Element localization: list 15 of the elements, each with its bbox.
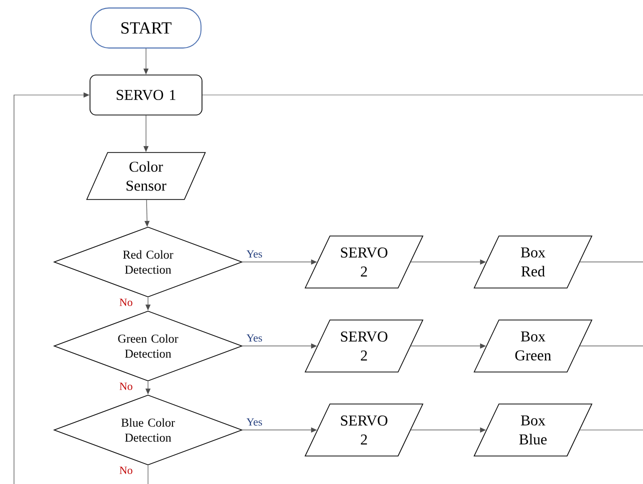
input-output-parallelogram: SERVO 2 xyxy=(304,320,424,372)
input-output-parallelogram: Box Red xyxy=(474,236,592,288)
input-output-parallelogram: SERVO 2 xyxy=(304,404,424,456)
input-output-parallelogram: Box Green xyxy=(474,320,592,372)
start-terminal: START xyxy=(90,8,202,48)
process-box: SERVO 1 xyxy=(90,74,202,116)
input-output-parallelogram: SERVO 2 xyxy=(304,236,424,288)
edge-label: Yes xyxy=(246,334,262,342)
input-output-parallelogram: Box Blue xyxy=(474,404,592,456)
edge-label: Yes xyxy=(246,250,262,258)
edge-label: No xyxy=(120,298,132,306)
edge-label: Yes xyxy=(246,418,262,426)
edge-label: No xyxy=(120,382,132,390)
input-output-parallelogram: Color Sensor xyxy=(86,152,206,200)
edge-label: No xyxy=(120,466,132,474)
